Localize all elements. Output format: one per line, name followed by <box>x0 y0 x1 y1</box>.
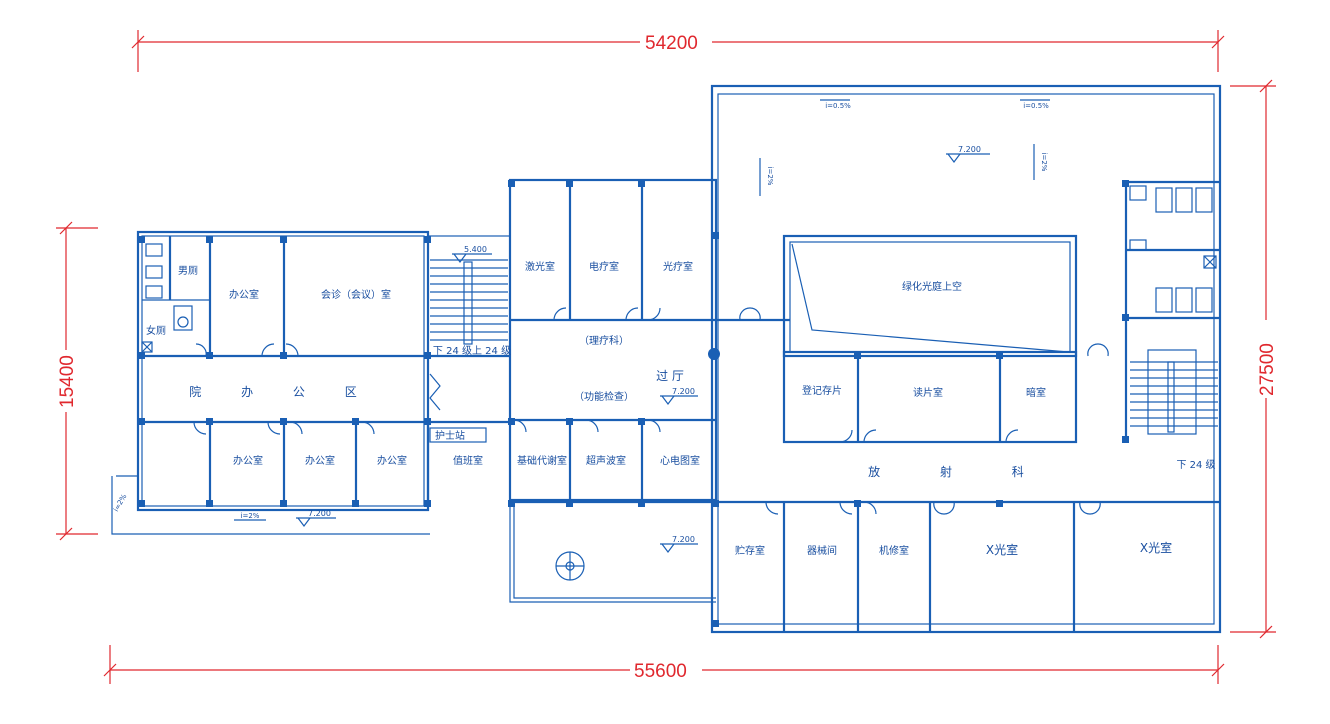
label-ecg: 心电图室 <box>660 454 700 467</box>
label-stair-right: 下 24 级 <box>1176 459 1215 471</box>
elev-bottom-left: 7.200 <box>308 509 331 518</box>
stair-left <box>430 259 508 345</box>
label-nurse-station: 护士站 <box>435 429 465 442</box>
slope-roof-1: i=0.5% <box>825 102 851 110</box>
label-func-exam: （功能检查） <box>574 390 634 403</box>
label-office-2: 办公室 <box>233 454 263 467</box>
dim-left-label: 15400 <box>57 355 78 408</box>
room-labels: 办公室 会诊（会议）室 激光室 电疗室 光疗室 绿化光庭上空 （理疗科） 过 厅… <box>146 260 1216 557</box>
dimension-left: 15400 <box>56 221 98 541</box>
label-xray-2: X光室 <box>1140 540 1172 555</box>
label-hall: 过 厅 <box>656 369 684 383</box>
label-laser: 激光室 <box>525 260 555 273</box>
label-stair-left: 下 24 级上 24 级 <box>433 345 511 357</box>
elev-terrace: 7.200 <box>672 535 695 544</box>
label-darkroom: 暗室 <box>1026 386 1046 399</box>
slope-vert-1: i=2% <box>766 167 774 186</box>
elev-roof: 7.200 <box>958 145 981 154</box>
elev-hall: 7.200 <box>672 387 695 396</box>
label-light-therapy: 光疗室 <box>663 260 693 273</box>
label-physio: （理疗科） <box>579 334 629 347</box>
label-office-1: 办公室 <box>229 288 259 301</box>
label-reading: 读片室 <box>913 386 943 399</box>
label-ultrasound: 超声波室 <box>586 454 626 467</box>
label-admin-area: 院 办 公 区 <box>189 384 374 399</box>
structural-columns <box>138 180 1129 627</box>
wc-fixtures <box>141 185 1217 353</box>
label-female-wc: 女厕 <box>146 324 166 337</box>
label-storage: 贮存室 <box>735 544 765 557</box>
dimension-right: 27500 <box>1230 79 1278 639</box>
label-radiology: 放 射 科 <box>868 464 1052 479</box>
doors <box>193 307 1109 515</box>
label-electro-therapy: 电疗室 <box>589 260 619 273</box>
dim-right-label: 27500 <box>1257 343 1278 396</box>
dim-bottom-label: 55600 <box>634 661 687 682</box>
label-registration: 登记存片 <box>802 384 842 397</box>
dimension-bottom: 55600 <box>103 645 1225 684</box>
slope-roof-2: i=0.5% <box>1023 102 1049 110</box>
label-duty: 值班室 <box>453 454 483 467</box>
label-office-3: 办公室 <box>305 454 335 467</box>
dimension-top: 54200 <box>131 30 1225 72</box>
label-xray-1: X光室 <box>986 542 1018 557</box>
label-office-4: 办公室 <box>377 454 407 467</box>
label-green-atrium: 绿化光庭上空 <box>902 280 962 293</box>
dim-top-label: 54200 <box>645 33 698 54</box>
label-consult-meeting: 会诊（会议）室 <box>321 288 391 301</box>
stair-right <box>1130 349 1218 435</box>
label-male-wc: 男厕 <box>178 265 198 277</box>
elev-stair-top: 5.400 <box>464 245 487 254</box>
label-basal-metabolism: 基础代谢室 <box>517 454 567 467</box>
slope-corner: i=2% <box>112 493 129 514</box>
fountain-symbol <box>555 551 585 581</box>
label-equipment: 器械间 <box>807 544 837 557</box>
label-control: 机修室 <box>879 544 909 557</box>
slope-vert-2: i=2% <box>1040 153 1048 172</box>
nurse-station-counter <box>429 427 487 443</box>
slope-bottom: i=2% <box>241 512 260 520</box>
elevation-marks: 5.400 7.200 7.200 7.200 7.200 <box>296 145 990 553</box>
